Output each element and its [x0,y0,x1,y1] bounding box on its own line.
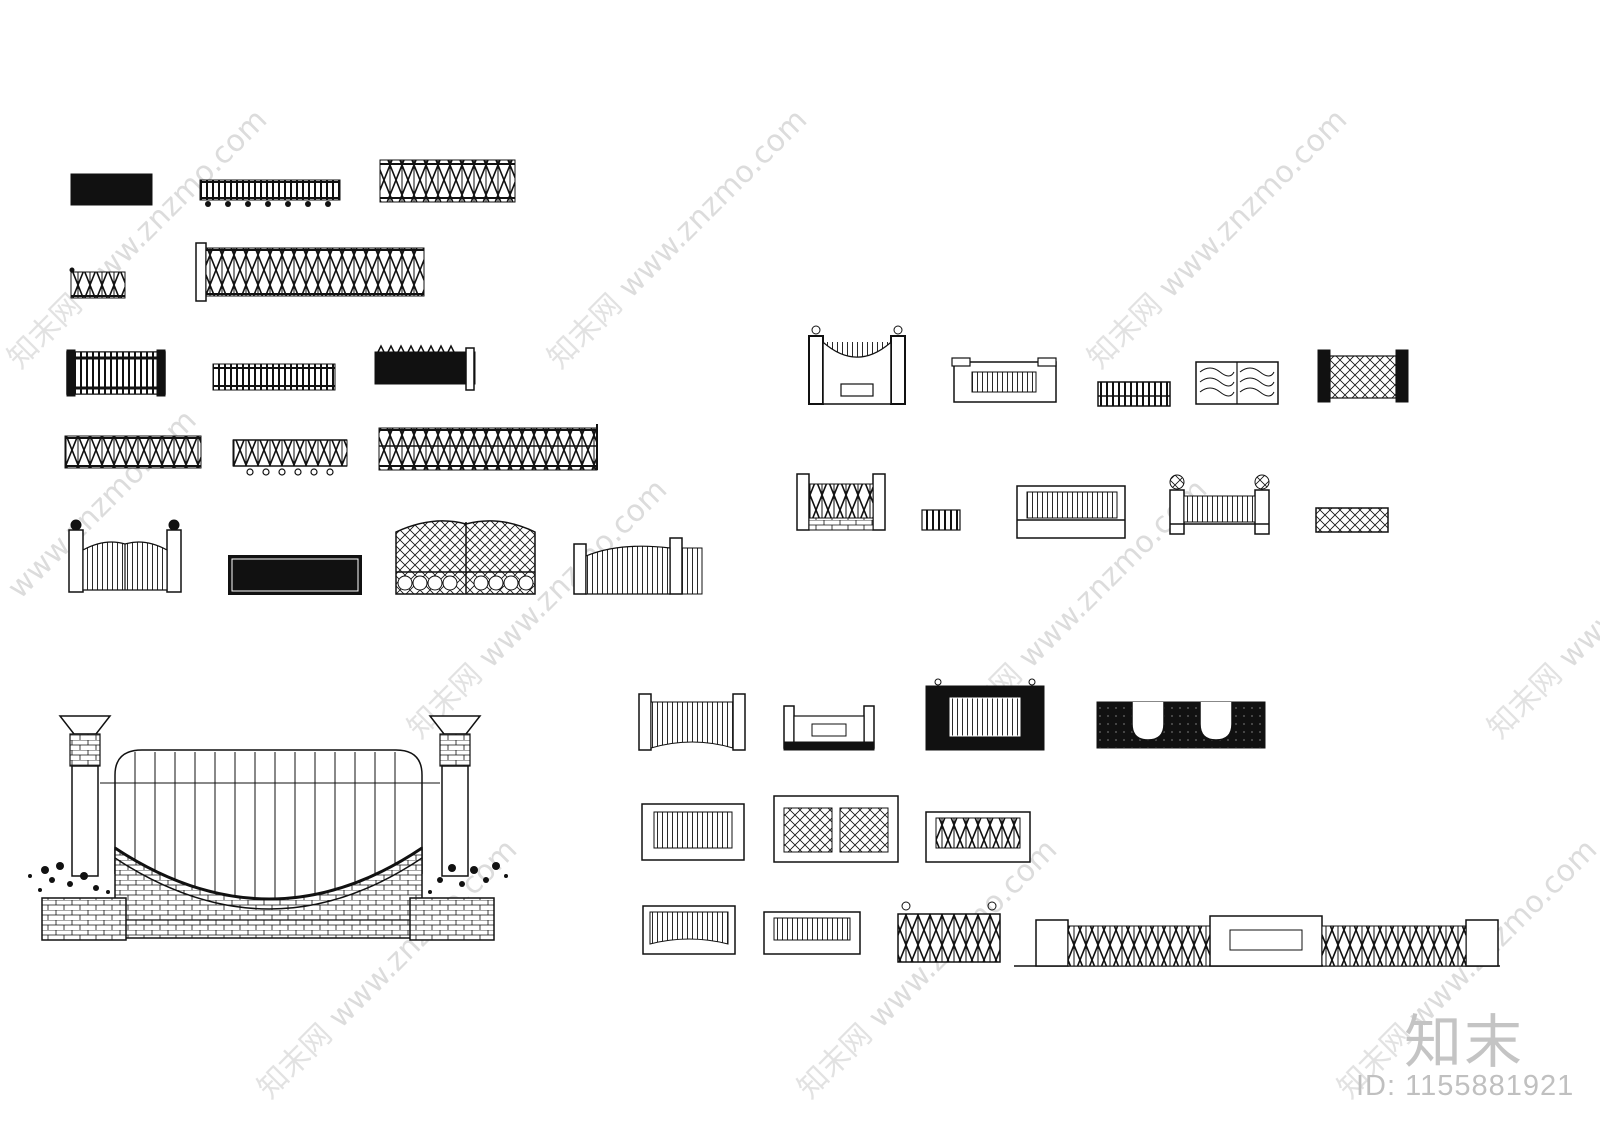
brand-logo: 知末 [1404,1008,1525,1076]
gate-swing-right [573,537,703,595]
fence-row-2 [69,242,425,302]
watermark-url: www.znzmo.com [612,102,815,305]
shrub-right [428,862,508,894]
wall-spear-pillars [796,473,886,531]
fence-flat-rail [212,363,336,391]
fence-wheeled [232,439,348,476]
watermark-site-name: 知末网 [1481,657,1569,745]
wall-row-5 [642,901,1500,967]
wall-row-3 [638,678,1266,751]
fence-tall-x [378,424,598,471]
fence-row-3 [66,344,476,397]
shrub-left [28,862,110,894]
wall-lattice-small [1315,507,1389,533]
wall-lamp-posts [897,901,1001,963]
fence-solid-panel [70,173,153,206]
gate-double-pillars [68,519,182,593]
fence-spear-top [379,159,516,203]
gate-wave-double [1195,361,1279,405]
watermark-site-name: 知末网 [1081,287,1169,375]
wall-dotted-rail [925,811,1031,863]
wall-long-spear [1016,485,1126,539]
wall-curved-spears [638,693,746,751]
fence-row-4 [64,424,598,476]
wall-row-2 [796,473,1389,539]
fence-x-brace [64,435,202,469]
wall-baluster [951,357,1057,403]
wall-long-entrance [1014,915,1500,967]
fence-mini [921,509,961,531]
wall-ornate-spear [641,803,745,861]
wall-row-1 [808,325,1409,407]
wall-butterfly-panels [773,795,899,863]
watermark-url: www.znzmo.com [1152,102,1355,305]
wall-planter-pillars [1169,474,1270,535]
gate-row-5 [68,519,703,595]
fence-small-diamond [69,267,126,299]
fence-dark-spikes [374,344,476,391]
gate-arched-lattice [395,520,536,595]
main-entrance-gate-elevation [28,715,508,941]
fence-long-lattice [195,242,425,302]
wall-row-4 [641,795,1031,863]
wall-v-bars [642,905,736,955]
watermark-site-name: 知末网 [791,1017,879,1105]
wall-plain-bars [763,911,861,955]
wall-arch-motif [1096,701,1266,749]
fence-rail-dotted [199,179,341,207]
fence-ornamental-oval [66,349,166,397]
wall-plaque-pillars [783,705,875,751]
wall-low-spiked [1097,381,1171,407]
image-id-label: ID: 1155881921 [1356,1070,1575,1102]
watermark-site-name: 知末网 [251,1017,339,1105]
wall-arched-plaque [808,325,906,405]
fence-row-1 [70,159,516,207]
watermark-url: www.znzmo.com [1552,472,1600,675]
watermark-site-name: 知末网 [541,287,629,375]
wall-dark-frame [925,678,1045,751]
wall-lattice-pillars [1317,349,1409,403]
